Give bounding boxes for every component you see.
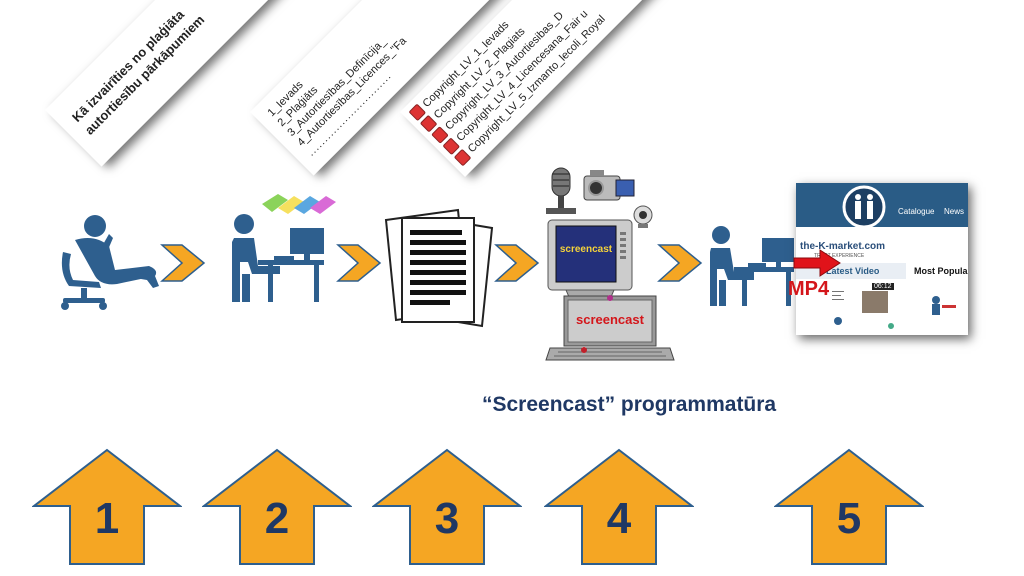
desktop-monitor: screencast xyxy=(546,218,634,318)
kmarket-logo-icon xyxy=(842,185,886,229)
microphone-icon xyxy=(546,167,576,214)
chevron-right-icon xyxy=(160,244,206,282)
title-note-card: Kā izvairīties no plaģiāta autortiesību … xyxy=(45,0,314,167)
documents-icon xyxy=(384,208,494,328)
chevron-right-icon xyxy=(657,244,703,282)
kmarket-small-icon xyxy=(834,317,842,325)
monitor-screencast-label: screencast xyxy=(559,244,613,255)
step-4-number: 4 xyxy=(606,494,632,543)
step-2-number: 2 xyxy=(264,494,290,543)
person-at-computer-icon xyxy=(232,214,324,302)
chevron-right-icon xyxy=(494,244,540,282)
outline-dots: ............................ xyxy=(305,69,394,159)
video-camera-icon xyxy=(583,170,635,201)
kmarket-video-thumbnail xyxy=(862,291,888,313)
kmarket-website-thumbnail: Catalogue News the-K-market.com TRUST EX… xyxy=(796,183,968,335)
chevron-right-icon xyxy=(336,244,382,282)
laptop: screencast xyxy=(544,292,676,364)
step-5-arrow: 5 xyxy=(774,448,924,566)
title-note-line-1: Kā izvairīties no plaģiāta xyxy=(69,6,187,125)
pencils-icon xyxy=(262,194,336,214)
screencast-caption: “Screencast” programmatūra xyxy=(482,393,777,416)
step-3-number: 3 xyxy=(434,494,460,543)
person-at-computer-icon xyxy=(710,226,794,306)
step-3-arrow: 3 xyxy=(372,448,522,566)
step-1-number: 1 xyxy=(94,494,120,543)
kmarket-nav-catalogue: Catalogue xyxy=(898,207,935,216)
pdf-file-icon xyxy=(453,148,472,167)
step-1-arrow: 1 xyxy=(32,448,182,566)
title-note-line-2: autortiesību pārkāpumiem xyxy=(81,12,208,138)
kmarket-tab-most-popular: Most Popula xyxy=(914,266,968,276)
thinking-person-icon xyxy=(61,215,159,310)
kmarket-user-icon xyxy=(932,296,956,315)
step-2-arrow: 2 xyxy=(202,448,352,566)
step-5-number: 5 xyxy=(836,494,862,543)
kmarket-tagline: TRUST EXPERIENCE xyxy=(814,253,865,259)
kmarket-small-icon xyxy=(888,323,894,329)
laptop-screencast-label: screencast xyxy=(576,312,644,327)
mp4-label: MP4 xyxy=(788,278,830,300)
webcam-icon xyxy=(633,205,653,228)
red-arrow-icon xyxy=(793,249,841,277)
step-4-arrow: 4 xyxy=(544,448,694,566)
kmarket-video-text: ▬▬▬▬▬▬▬▬▬▬▬ xyxy=(832,289,844,301)
kmarket-brand: the-K-market.com xyxy=(800,241,886,252)
kmarket-nav-news: News xyxy=(944,207,965,216)
kmarket-video-time: 06:12 xyxy=(872,283,894,290)
